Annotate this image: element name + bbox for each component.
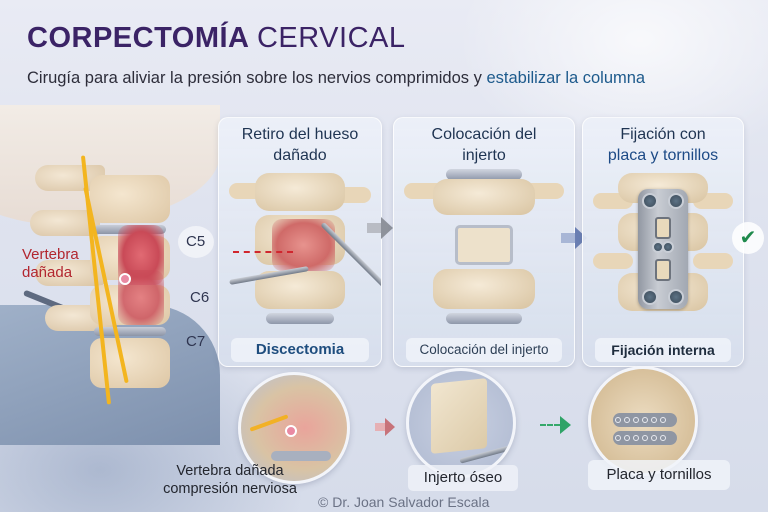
subtitle: Cirugía para aliviar la presión sobre lo… [27,69,645,88]
plate-window [655,259,671,281]
arrow-stem [561,233,575,243]
summary-bone-graft-image [406,368,516,478]
arrow-head [560,416,571,434]
disc [94,327,166,336]
label-line: Vertebra [22,246,79,263]
vertebra [432,269,536,309]
level-c7: C7 [186,333,206,350]
subtitle-highlight: estabilizar la columna [486,69,646,87]
summary-caption-damaged: Vertebra dañada compresión nerviosa [140,462,320,498]
level-c6: C6 [190,289,210,306]
disc [445,313,523,324]
bone-graft-block [431,378,487,454]
step-caption: Discectomia [231,338,369,362]
step-title-line: Retiro del hueso [241,126,359,143]
plate-window [655,217,671,239]
vertebra [432,179,536,215]
checkmark-icon: ✔ [732,222,764,254]
vertebra [254,173,346,211]
bone-graft [455,225,513,265]
discectomy-illustration [229,173,381,338]
label-line: dañada [22,264,73,281]
step-title-line: Fijación con [620,126,706,143]
vertebra-wing [693,253,733,269]
summary-caption-graft: Injerto óseo [408,465,518,491]
graft-illustration [404,169,564,338]
caption-line: compresión nerviosa [163,481,297,497]
arrow-stem [367,223,381,233]
page-title: CORPECTOMÍA CERVICAL [27,22,406,55]
titanium-plate [637,189,689,309]
level-bubble [178,226,214,258]
summary-damaged-vertebra-image [238,372,350,484]
nerve [249,414,289,432]
disc [271,451,331,461]
implant-cage [613,413,677,427]
subtitle-text: Cirugía para aliviar la presión sobre lo… [27,69,487,87]
step-caption: Colocación del injerto [406,338,562,362]
neck-spine-illustration [0,105,220,445]
step-title-line: injerto [462,147,506,164]
damage-pin-icon [119,273,131,285]
screw-icon [668,289,685,305]
arrow-head [381,217,393,239]
screw-icon [662,241,675,253]
level-c5: C5 [186,233,206,250]
step-panel-fixation: Fijación con placa y tornillos Fijación … [582,117,744,367]
step-title-line: Colocación del [431,126,537,143]
arrow-head [385,418,395,436]
plate-illustration [593,173,733,338]
summary-caption-plate: Placa y tornillos [588,460,730,490]
title-light: CERVICAL [256,22,406,54]
disc [445,169,523,180]
step-title: Colocación del injerto [394,124,574,166]
arrow-stem [375,423,385,431]
step-panel-graft: Colocación del injerto Colocación del in… [393,117,575,367]
step-title-line: dañado [273,147,327,164]
screw-icon [641,193,658,209]
screw-icon [668,193,685,209]
title-bold: CORPECTOMÍA [27,22,249,54]
copyright: © Dr. Joan Salvador Escala [318,494,490,510]
damage-pin-icon [285,425,297,437]
step-title-line: placa y tornillos [607,147,719,164]
summary-plate-screws-image [588,366,698,476]
vertebra [90,175,170,223]
caption-line: Vertebra dañada [176,463,284,479]
step-title: Fijación con placa y tornillos [583,124,743,166]
implant-cage [613,431,677,445]
cervical-spine [30,155,170,405]
step-title: Retiro del hueso dañado [219,124,381,166]
step-panel-bone-removal: Retiro del hueso dañado Discectomia [218,117,382,367]
step-caption: Fijación interna [595,338,731,362]
arrow-stem [540,424,560,426]
cut-line [233,251,293,253]
damaged-vertebra-label: Vertebra dañada [22,246,79,282]
vertebra-wing [593,253,633,269]
disc [265,313,335,324]
screw-icon [641,289,658,305]
